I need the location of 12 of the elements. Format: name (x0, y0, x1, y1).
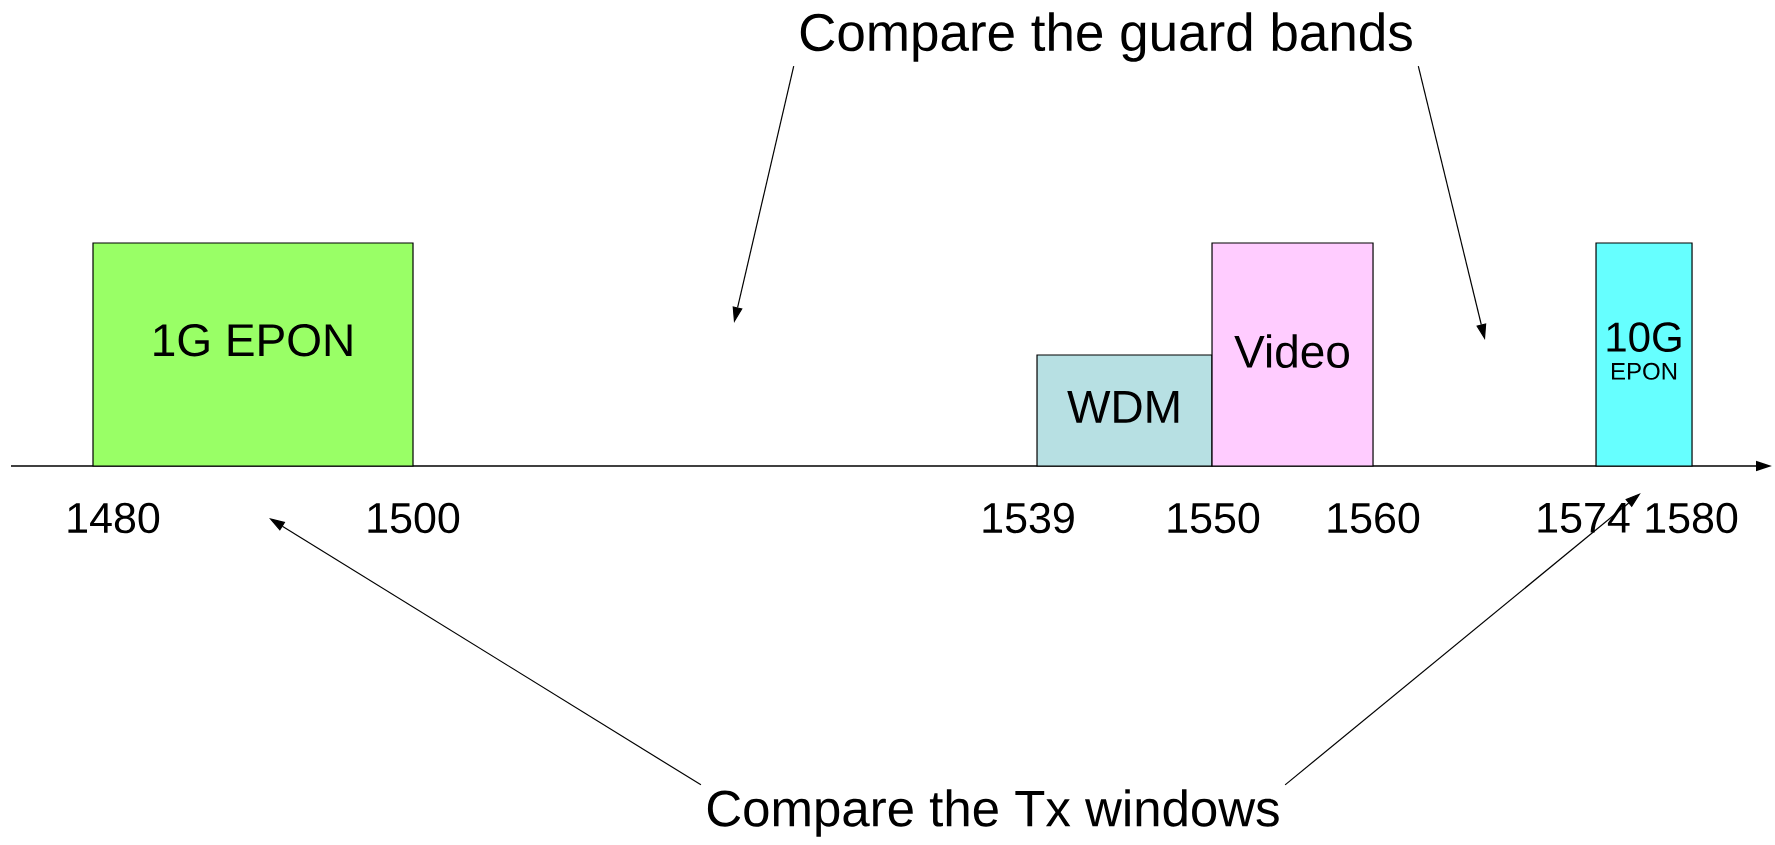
tick-label: 1560 (1328, 502, 1420, 534)
tick-label: 1580 (1646, 502, 1738, 534)
callout-text: Compare the Tx windows (707, 789, 1279, 837)
tick-label: 1550 (1168, 502, 1260, 534)
callout-text: Compare the guard bands (800, 12, 1412, 62)
band-box: Video (1211, 242, 1374, 467)
band-box: 1G EPON (92, 242, 414, 467)
band-box: 10G EPON (1595, 242, 1693, 467)
tick-label: 1480 (68, 502, 160, 534)
tick-label: 1500 (368, 502, 460, 534)
band-box: WDM (1036, 354, 1213, 467)
tick-label: 1539 (983, 502, 1074, 534)
